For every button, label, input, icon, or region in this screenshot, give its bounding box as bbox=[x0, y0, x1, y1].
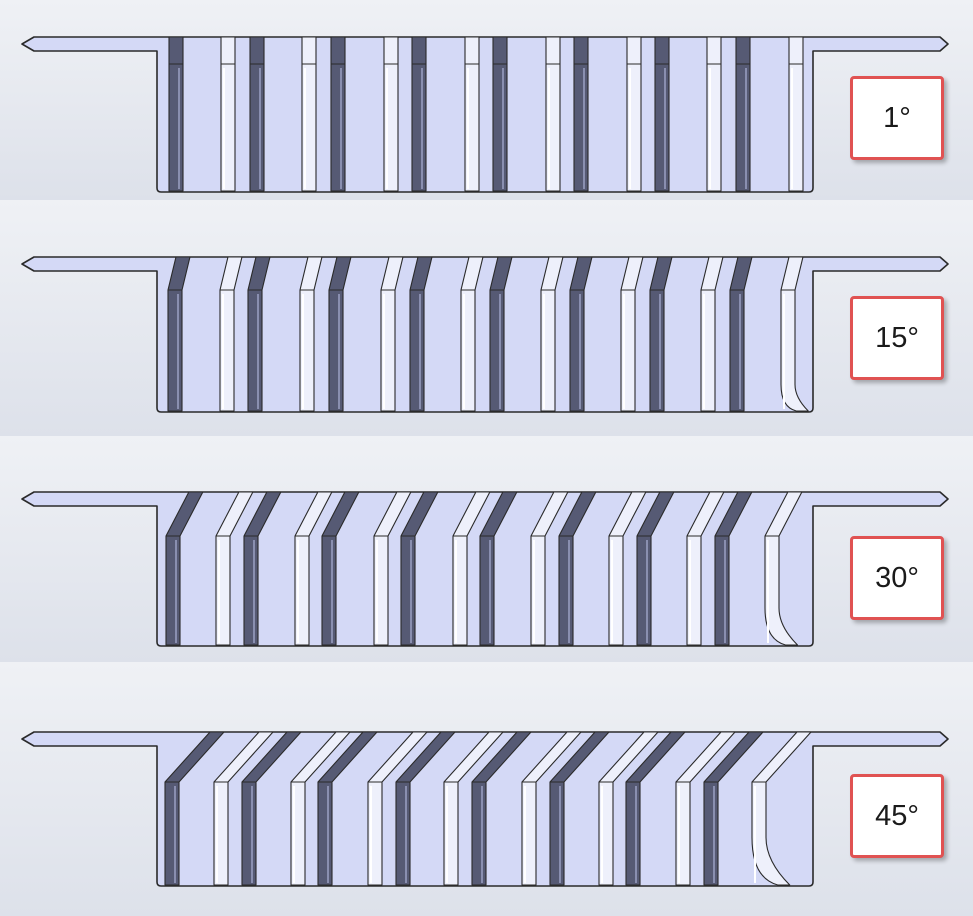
fin-light bbox=[751, 731, 812, 886]
fin-light bbox=[764, 491, 803, 646]
part-drawing-1-deg bbox=[21, 36, 949, 193]
fin-dark bbox=[492, 36, 508, 192]
part-drawing-45-deg bbox=[21, 731, 949, 887]
fin-dark bbox=[249, 36, 265, 192]
panel-45-deg: 45° bbox=[0, 662, 973, 916]
fin-dark bbox=[411, 36, 427, 192]
angle-label-45-deg: 45° bbox=[850, 774, 944, 858]
fin-light bbox=[780, 256, 809, 412]
fin-dark bbox=[330, 36, 346, 192]
part-outline bbox=[21, 36, 949, 193]
angle-label-1-deg: 1° bbox=[850, 76, 944, 160]
part-drawing-30-deg bbox=[21, 491, 949, 647]
fin-dark bbox=[573, 36, 589, 192]
angle-label-15-deg: 15° bbox=[850, 296, 944, 380]
panel-15-deg: 15° bbox=[0, 200, 973, 436]
part-drawing-15-deg bbox=[21, 256, 949, 413]
angle-label-30-deg: 30° bbox=[850, 536, 944, 620]
part-outline bbox=[21, 256, 949, 413]
panel-1-deg: 1° bbox=[0, 0, 973, 200]
fin-dark bbox=[654, 36, 670, 192]
fin-dark bbox=[735, 36, 751, 192]
panel-30-deg: 30° bbox=[0, 436, 973, 662]
fin-dark bbox=[168, 36, 184, 192]
